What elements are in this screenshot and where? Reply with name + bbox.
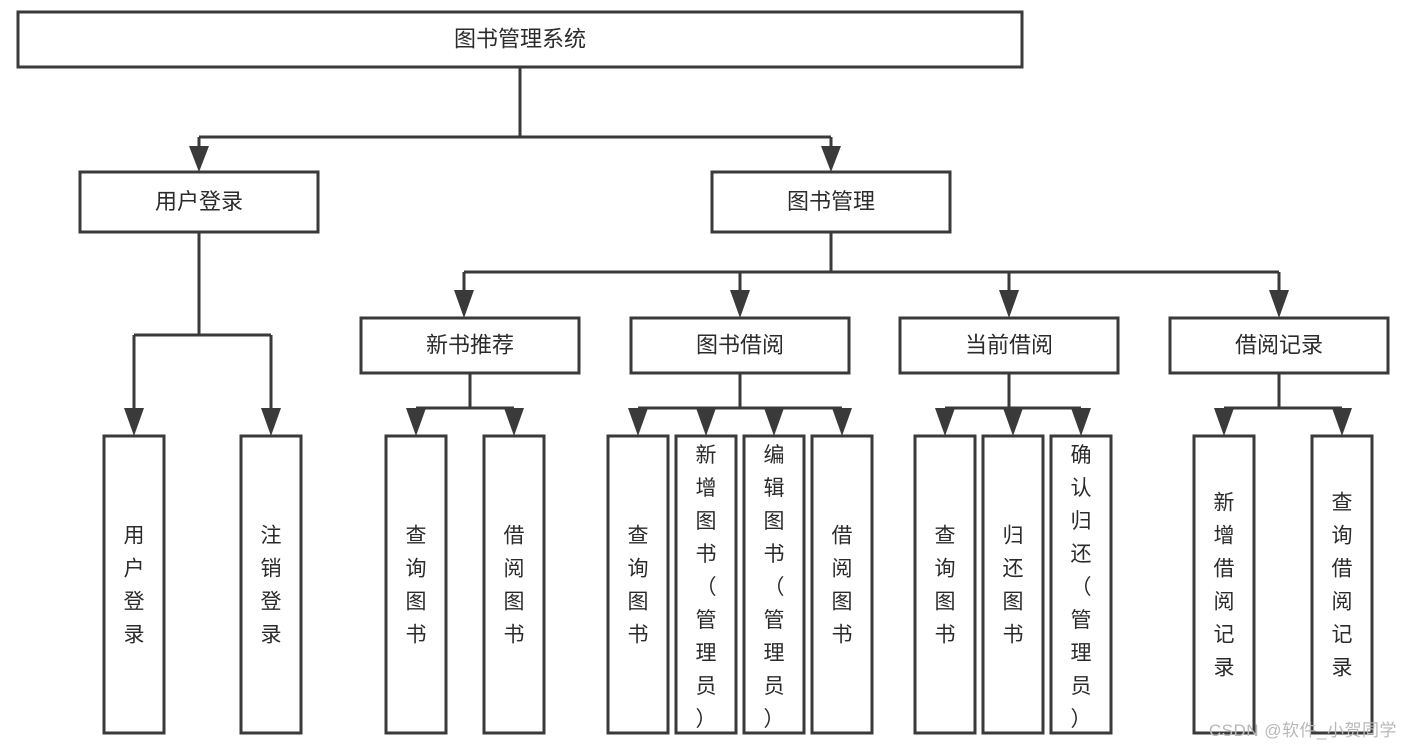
node-box-leaf-query-borrow-record[interactable] [1310, 434, 1374, 735]
connector-group-user-login-to-leaves [124, 232, 281, 436]
arrow-head-leaf-return-book [1003, 408, 1023, 436]
node-box-leaf-confirm-return[interactable] [1049, 434, 1113, 735]
node-leaf-return-book[interactable]: 归还图书 [981, 434, 1045, 735]
arrow-head-leaf-query-book-current [935, 408, 955, 436]
connector-group-current-borrow-to-leaves [935, 373, 1091, 436]
node-label-leaf-borrow-book: 借阅图书 [832, 525, 853, 647]
node-box-leaf-query-book-rec[interactable] [384, 434, 448, 735]
node-leaf-confirm-return[interactable]: 确认归还（管理员） [1049, 434, 1113, 735]
arrow-head-leaf-edit-book [764, 408, 784, 436]
node-box-leaf-borrow-book-rec[interactable] [482, 434, 546, 735]
node-box-leaf-user-login[interactable] [102, 434, 166, 735]
node-leaf-borrow-book[interactable]: 借阅图书 [810, 434, 874, 735]
node-label-book-borrow: 图书借阅 [696, 332, 784, 357]
node-label-leaf-borrow-book-rec: 借阅图书 [504, 525, 525, 647]
node-leaf-add-borrow-record[interactable]: 新增借阅记录 [1192, 434, 1256, 735]
node-box-book-manage[interactable] [710, 170, 952, 234]
arrow-head-borrow-record [1269, 290, 1289, 318]
node-label-new-book-recommend: 新书推荐 [426, 332, 514, 357]
node-box-leaf-borrow-book[interactable] [810, 434, 874, 735]
node-leaf-user-login[interactable]: 用户登录 [102, 434, 166, 735]
arrow-head-leaf-query-book-rec [406, 408, 426, 436]
node-leaf-edit-book[interactable]: 编辑图书（管理员） [742, 434, 806, 735]
node-user-login[interactable]: 用户登录 [78, 170, 320, 234]
node-label-leaf-confirm-return: 确认归还（管理员） [1071, 444, 1092, 731]
node-label-leaf-query-book-borrow: 查询图书 [628, 525, 649, 647]
node-leaf-borrow-book-rec[interactable]: 借阅图书 [482, 434, 546, 735]
node-label-user-login: 用户登录 [155, 189, 243, 214]
node-label-book-manage: 图书管理 [787, 189, 875, 214]
connector-group-book-borrow-to-leaves [628, 373, 852, 436]
node-box-leaf-logout[interactable] [239, 434, 303, 735]
node-book-borrow[interactable]: 图书借阅 [629, 316, 851, 375]
connector-group-root-to-level2 [189, 67, 841, 172]
node-label-leaf-return-book: 归还图书 [1003, 525, 1024, 647]
node-label-current-borrow: 当前借阅 [965, 332, 1053, 357]
node-box-leaf-edit-book[interactable] [742, 434, 806, 735]
node-box-book-borrow[interactable] [629, 316, 851, 375]
node-label-leaf-edit-book: 编辑图书（管理员） [764, 444, 785, 731]
arrow-head-leaf-logout [261, 408, 281, 436]
arrow-head-leaf-add-borrow-record [1214, 408, 1234, 436]
node-box-current-borrow[interactable] [898, 316, 1120, 375]
node-label-borrow-record: 借阅记录 [1235, 332, 1323, 357]
node-box-user-login[interactable] [78, 170, 320, 234]
node-label-leaf-add-book: 新增图书（管理员） [696, 444, 717, 731]
arrow-head-leaf-query-book-borrow [628, 408, 648, 436]
node-box-root[interactable] [16, 10, 1024, 69]
node-borrow-record[interactable]: 借阅记录 [1168, 316, 1390, 375]
node-box-leaf-return-book[interactable] [981, 434, 1045, 735]
connector-group-new-book-recommend-to-leaves [406, 373, 524, 436]
node-current-borrow[interactable]: 当前借阅 [898, 316, 1120, 375]
node-label-leaf-query-book-current: 查询图书 [935, 525, 956, 647]
arrow-head-leaf-add-book [696, 408, 716, 436]
node-label-leaf-query-book-rec: 查询图书 [406, 525, 427, 647]
node-box-new-book-recommend[interactable] [359, 316, 581, 375]
arrow-head-new-book-recommend [454, 290, 474, 318]
node-leaf-query-book-rec[interactable]: 查询图书 [384, 434, 448, 735]
connector-group-book-manage-to-level3 [454, 232, 1289, 318]
arrow-head-leaf-confirm-return [1071, 408, 1091, 436]
node-box-leaf-query-book-current[interactable] [913, 434, 977, 735]
node-leaf-query-book-current[interactable]: 查询图书 [913, 434, 977, 735]
node-label-root: 图书管理系统 [454, 26, 586, 51]
arrow-head-leaf-query-borrow-record [1332, 408, 1352, 436]
node-box-leaf-add-book[interactable] [674, 434, 738, 735]
arrow-head-leaf-borrow-book [832, 408, 852, 436]
node-label-leaf-user-login: 用户登录 [124, 525, 145, 647]
node-leaf-query-book-borrow[interactable]: 查询图书 [606, 434, 670, 735]
arrow-head-user-login [189, 146, 209, 172]
node-leaf-add-book[interactable]: 新增图书（管理员） [674, 434, 738, 735]
arrow-head-leaf-user-login [124, 408, 144, 436]
node-label-leaf-logout: 注销登录 [261, 525, 282, 647]
nodes-layer: 图书管理系统用户登录图书管理新书推荐图书借阅当前借阅借阅记录用户登录注销登录查询… [16, 10, 1390, 735]
arrow-head-book-manage [821, 146, 841, 172]
arrow-head-book-borrow [730, 290, 750, 318]
node-book-manage[interactable]: 图书管理 [710, 170, 952, 234]
node-box-borrow-record[interactable] [1168, 316, 1390, 375]
node-leaf-logout[interactable]: 注销登录 [239, 434, 303, 735]
node-label-leaf-add-borrow-record: 新增借阅记录 [1214, 492, 1235, 680]
node-leaf-query-borrow-record[interactable]: 查询借阅记录 [1310, 434, 1374, 735]
connector-group-borrow-record-to-leaves [1214, 373, 1352, 436]
node-box-leaf-query-book-borrow[interactable] [606, 434, 670, 735]
arrow-head-leaf-borrow-book-rec [504, 408, 524, 436]
csdn-watermark: CSDN @软件_小贺同学 [1208, 721, 1397, 740]
arrow-head-current-borrow [999, 290, 1019, 318]
node-box-leaf-add-borrow-record[interactable] [1192, 434, 1256, 735]
node-label-leaf-query-borrow-record: 查询借阅记录 [1332, 492, 1353, 680]
node-root[interactable]: 图书管理系统 [16, 10, 1024, 69]
node-new-book-recommend[interactable]: 新书推荐 [359, 316, 581, 375]
